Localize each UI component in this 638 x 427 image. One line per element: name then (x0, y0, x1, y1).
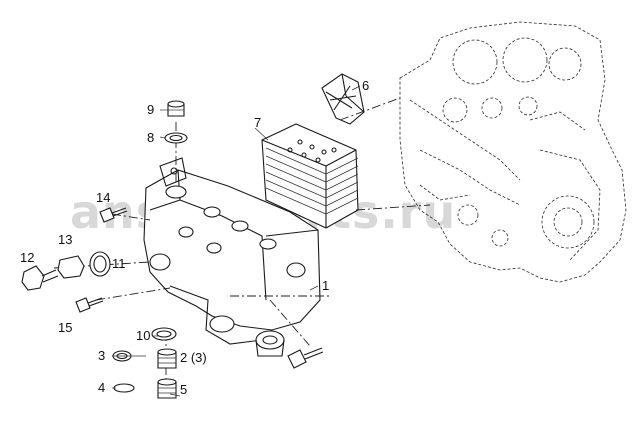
callout-10: 10 (136, 328, 150, 343)
housing-bolt (287, 347, 324, 369)
callout-9: 9 (147, 102, 154, 117)
callout-2: 2 (3) (180, 350, 207, 365)
callout-5: 5 (180, 382, 187, 397)
part-12-bolt (21, 265, 59, 291)
part-8-seal-ring (164, 132, 188, 144)
callout-8: 8 (147, 130, 154, 145)
engine-block (399, 21, 627, 283)
leader-lines (112, 85, 361, 397)
callout-13: 13 (58, 232, 72, 247)
part-14-bolt (99, 207, 128, 223)
callout-14: 14 (96, 190, 110, 205)
part-6-bracket (321, 73, 365, 125)
callout-4: 4 (98, 380, 105, 395)
part-1-cooler-housing (143, 157, 321, 357)
callout-labels: 1 2 (3) 3 4 5 6 7 8 9 10 11 12 13 14 15 (20, 78, 369, 397)
part-10-seal-ring (151, 327, 177, 341)
part-5-fitting (157, 378, 177, 399)
part-4-o-ring (113, 383, 135, 393)
callout-3: 3 (98, 348, 105, 363)
part-9-plug (167, 100, 185, 117)
callout-11: 11 (112, 256, 126, 271)
part-15-bolt (75, 297, 104, 313)
callout-12: 12 (20, 250, 34, 265)
part-11-gasket (89, 251, 111, 277)
part-2-fitting (157, 348, 177, 369)
callout-1: 1 (322, 278, 329, 293)
callout-7: 7 (254, 115, 261, 130)
part-13-cover (57, 255, 85, 279)
callout-6: 6 (362, 78, 369, 93)
callout-15: 15 (58, 320, 72, 335)
